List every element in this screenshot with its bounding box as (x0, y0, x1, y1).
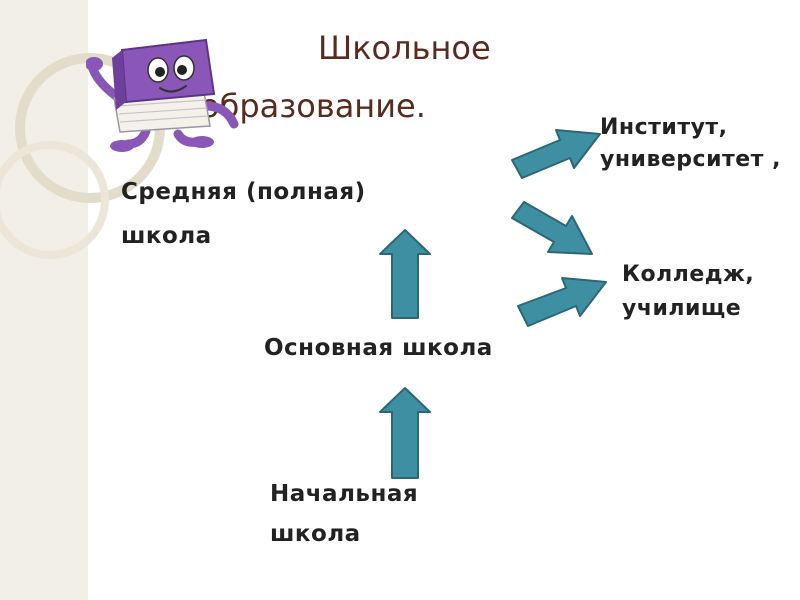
slide-sidebar (0, 0, 88, 600)
book-character-icon (86, 38, 239, 152)
node-college: Колледж, училище (622, 262, 755, 321)
arrow-basic-to-secondary (379, 229, 431, 319)
node-basic-school: Основная школа (264, 335, 493, 361)
slide-title-line2: образование. (200, 87, 426, 125)
node-institute-university: Институт, университет , (600, 115, 781, 172)
node-primary-school: Начальная школа (270, 481, 419, 547)
arrow-to-college-1 (511, 201, 593, 255)
arrow-primary-to-basic (379, 387, 431, 479)
arrow-to-institute (511, 129, 601, 179)
slide-title-line1: Школьное (318, 29, 491, 67)
arrow-to-college-2 (517, 277, 607, 327)
node-secondary-school: Средняя (полная) школа (121, 179, 366, 249)
